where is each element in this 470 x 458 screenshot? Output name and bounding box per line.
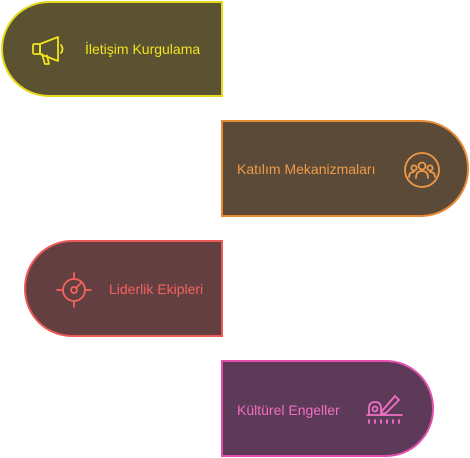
item-liderlik-ekipleri: Liderlik Ekipleri <box>24 240 223 337</box>
group-icon <box>402 150 442 190</box>
item-katilim-mekanizmalari: Katılım Mekanizmaları <box>221 120 469 217</box>
item-kulturel-engeller: Kültürel Engeller <box>221 360 434 457</box>
hurdle-icon <box>366 390 406 430</box>
item-label: Kültürel Engeller <box>237 402 340 418</box>
item-iletisim-kurgulama: İletişim Kurgulama <box>1 1 223 97</box>
megaphone-icon <box>31 33 69 67</box>
item-label: İletişim Kurgulama <box>85 41 201 57</box>
target-icon <box>56 272 92 308</box>
item-label: Liderlik Ekipleri <box>109 281 204 297</box>
item-label: Katılım Mekanizmaları <box>237 161 376 177</box>
